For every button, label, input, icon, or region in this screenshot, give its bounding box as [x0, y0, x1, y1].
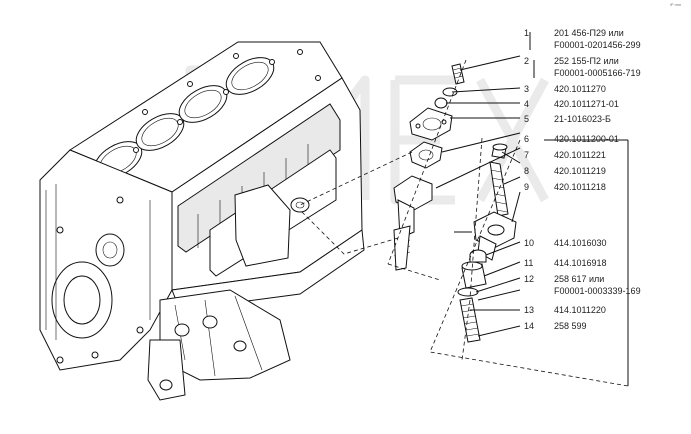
callout-num-2: 2 — [524, 56, 529, 66]
callout-code-4: 420.1011271-01 — [554, 99, 619, 109]
callout-num-11: 11 — [524, 258, 533, 268]
callout-code-10: 414.1016030 — [554, 238, 607, 248]
callout-num-4: 4 — [524, 99, 529, 109]
callout-code-1-line-2: F00001-0201456-299 — [554, 40, 641, 50]
callout-num-3: 3 — [524, 84, 529, 94]
callout-num-14: 14 — [524, 321, 534, 331]
callout-code-14: 258 599 — [554, 321, 587, 331]
callout-code-5: 21-1016023-Б — [554, 114, 611, 124]
callout-code-11: 414.1016918 — [554, 258, 607, 268]
callout-num-9: 9 — [524, 182, 529, 192]
callout-code-7: 420.1011221 — [554, 150, 606, 160]
leader-lines — [435, 32, 629, 386]
callout-code-13: 414.1011220 — [554, 305, 606, 315]
exploded-axis-dashes — [299, 59, 629, 387]
callout-code-1-line-1: 201 456-П29 или — [554, 28, 624, 38]
callout-num-5: 5 — [524, 114, 529, 124]
callout-labels: 1 201 456-П29 или F00001-0201456-299 2 2… — [524, 28, 641, 331]
callout-num-13: 13 — [524, 305, 534, 315]
callout-code-12-line-1: 258 617 или — [554, 274, 604, 284]
callout-num-10: 10 — [524, 238, 534, 248]
callout-num-7: 7 — [524, 150, 529, 160]
callout-num-1: 1 — [524, 28, 529, 38]
callout-code-3: 420.1011270 — [554, 84, 606, 94]
corner-mark: iP mm — [670, 2, 682, 7]
callout-code-2-line-2: F00001-0005166-719 — [554, 68, 641, 78]
callout-num-6: 6 — [524, 134, 529, 144]
callout-code-12-line-2: F00001-0003339-169 — [554, 286, 641, 296]
callout-num-12: 12 — [524, 274, 534, 284]
callout-code-6: 420.1011200-01 — [554, 134, 619, 144]
callout-code-2-line-1: 252 155-П2 или — [554, 56, 619, 66]
callout-num-8: 8 — [524, 166, 529, 176]
callout-code-9: 420.1011218 — [554, 182, 606, 192]
callout-code-8: 420.1011219 — [554, 166, 606, 176]
engine-block — [39, 41, 365, 401]
